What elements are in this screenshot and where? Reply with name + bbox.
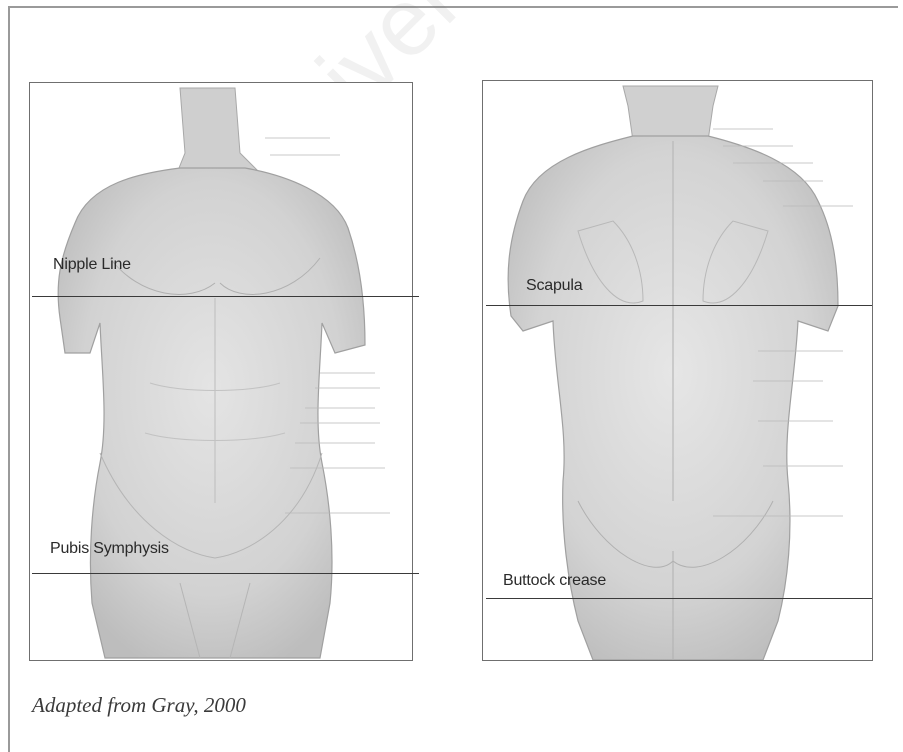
landmark-label-nipple-line: Nipple Line (53, 256, 131, 274)
landmark-line-buttock-crease (486, 598, 872, 599)
landmark-line-pubis-symphysis (32, 573, 419, 574)
anterior-torso-panel (29, 82, 413, 661)
landmark-label-buttock-crease: Buttock crease (503, 572, 606, 590)
landmark-label-scapula: Scapula (526, 277, 582, 295)
landmark-line-nipple-line (32, 296, 419, 297)
landmark-label-pubis-symphysis: Pubis Symphysis (50, 540, 169, 558)
figure-caption: Adapted from Gray, 2000 (32, 693, 246, 718)
landmark-line-scapula (486, 305, 872, 306)
